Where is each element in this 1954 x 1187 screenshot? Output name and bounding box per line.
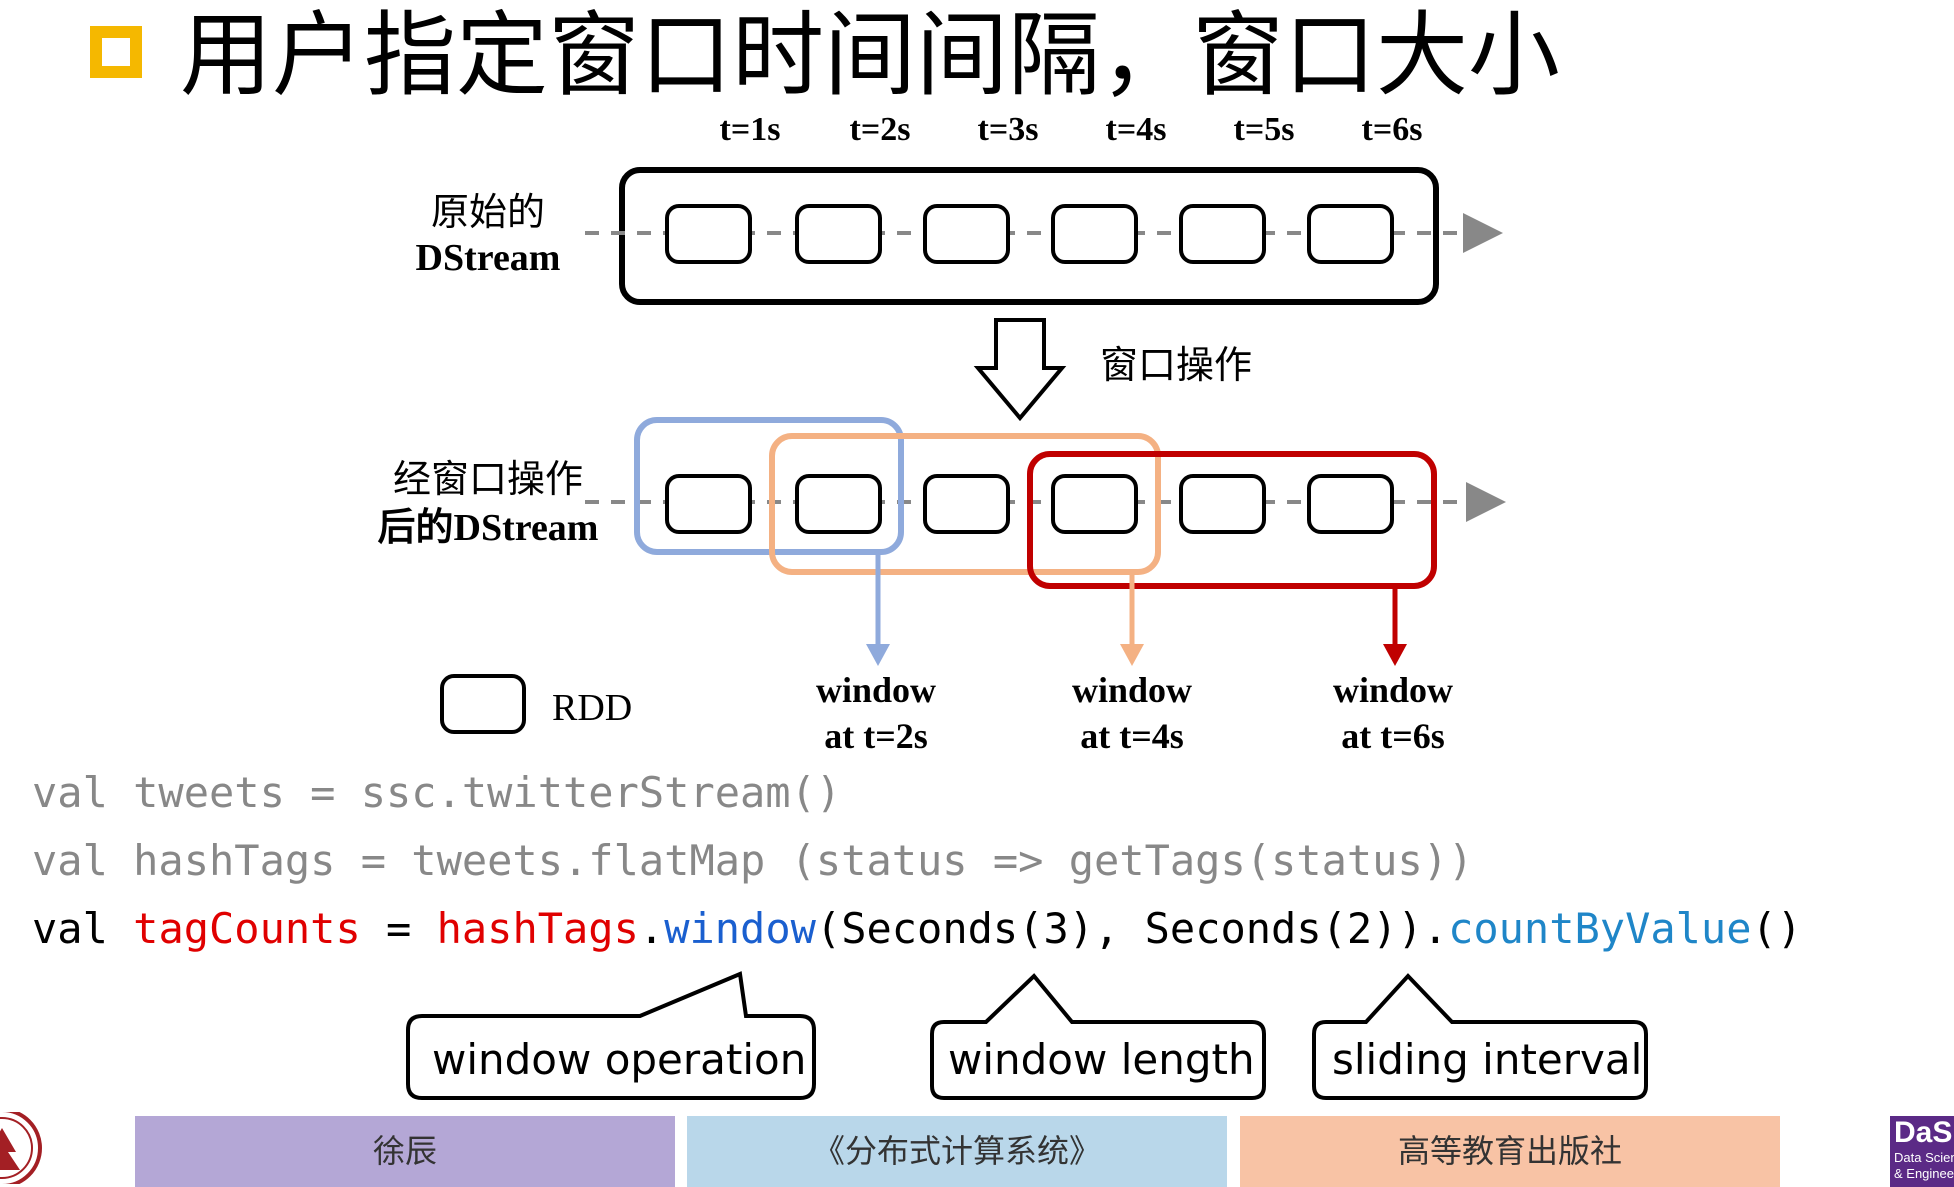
dase-logo-text: DaSE [1894,1116,1954,1149]
code-line-2: val hashTags = tweets.flatMap (status =>… [32,836,1474,885]
window-arrowhead-t4 [1120,644,1144,666]
footer-book: 《分布式计算系统》 [687,1116,1227,1187]
code-method-window: window [664,904,816,953]
window-label-line2: at t=6s [1341,716,1445,756]
rdd-box [1179,474,1266,534]
time-label: t=4s [1106,111,1167,148]
window-label-line1: window [816,670,936,710]
window-arrowhead-t6 [1383,644,1407,666]
rdd-box [1307,204,1394,264]
code-var-tagcounts: tagCounts [133,904,361,953]
code-keyword: val [32,904,134,953]
windowed-dstream-label-line2: 后的DStream [378,507,599,549]
code-method-countbyvalue: countByValue [1448,904,1752,953]
callout-sliding-interval-text: sliding interval [1332,1035,1642,1084]
time-label: t=2s [850,111,911,148]
legend-rdd-icon [440,674,526,734]
original-dstream-box [619,167,1439,305]
window-operation-label: 窗口操作 [1100,345,1252,387]
slide-title: 用户指定窗口时间间隔，窗口大小 [180,2,1561,109]
code-parens: () [1751,904,1803,953]
code-var-hashtags: hashTags [436,904,639,953]
rdd-box [665,204,752,264]
rdd-box [1051,474,1138,534]
footer-author: 徐辰 [135,1116,675,1187]
down-arrow-icon [973,318,1067,422]
rdd-box [923,204,1010,264]
callout-window-operation [406,971,816,1100]
footer-publisher: 高等教育出版社 [1240,1116,1780,1187]
callout-sliding-interval [1312,973,1648,1100]
code-line-3: val tagCounts = hashTags.window(Seconds(… [32,904,1802,953]
dase-logo: DaSE Data Science & Engineering [1890,1116,1954,1187]
window-arrowhead-t2 [866,644,890,666]
rdd-box [923,474,1010,534]
original-dstream-label-line2: DStream [416,237,561,279]
code-args: (Seconds(3), Seconds(2)). [815,904,1449,953]
university-logo-icon [0,1112,42,1184]
dase-logo-sub2: & Engineering [1894,1166,1954,1181]
rdd-box [1179,204,1266,264]
window-frame-t6 [1027,451,1437,589]
window-frame-t4 [769,433,1161,575]
time-label: t=6s [1362,111,1423,148]
windowed-dstream-label-line1: 经窗口操作 [393,459,583,501]
original-dstream-label-line1: 原始的 [431,192,545,234]
rdd-box [1051,204,1138,264]
rdd-box [795,474,882,534]
callout-window-length [930,973,1266,1100]
time-label: t=3s [978,111,1039,148]
rdd-box [665,474,752,534]
code-dot: . [638,904,665,953]
code-line-1: val tweets = ssc.twitterStream() [32,768,842,817]
legend-rdd-label: RDD [552,687,632,729]
window-label-line1: window [1072,670,1192,710]
time-label: t=1s [720,111,781,148]
time-label: t=5s [1234,111,1295,148]
window-label-line1: window [1333,670,1453,710]
rdd-box [1307,474,1394,534]
dase-logo-sub1: Data Science [1894,1150,1954,1165]
callout-window-operation-text: window operation [432,1035,806,1084]
code-assign: = [360,904,437,953]
window-label-line2: at t=4s [1080,716,1184,756]
callout-window-length-text: window length [948,1035,1255,1084]
window-label-line2: at t=2s [824,716,928,756]
rdd-box [795,204,882,264]
title-bullet-icon [90,26,142,78]
